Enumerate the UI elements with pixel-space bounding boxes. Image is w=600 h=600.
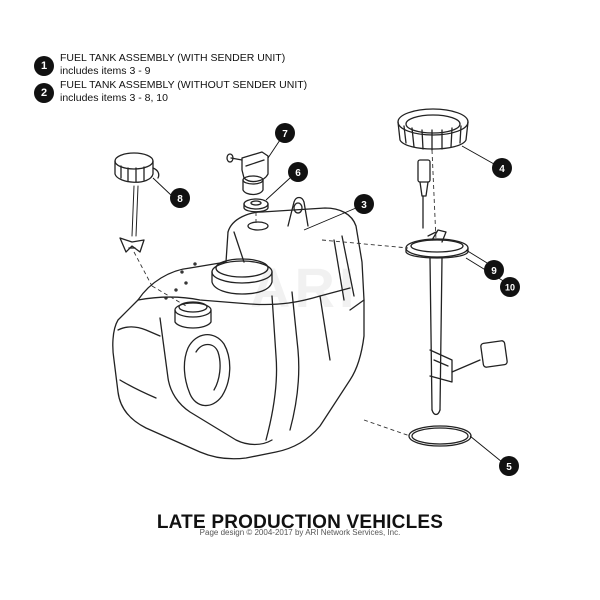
sender-unit — [405, 159, 508, 416]
callout-7-label: 7 — [282, 129, 288, 140]
legend-item-1: 1 FUEL TANK ASSEMBLY (WITH SENDER UNIT) … — [34, 52, 354, 78]
callout-8: 8 — [170, 188, 190, 208]
callout-4: 4 — [492, 158, 512, 178]
lock-ring — [397, 108, 469, 151]
dashed-guide-flange — [321, 239, 409, 249]
dashed-guide-cap — [133, 251, 153, 287]
o-ring — [408, 425, 472, 447]
grommet — [243, 198, 269, 213]
vent-valve — [226, 151, 269, 196]
legend-number-2: 2 — [34, 83, 54, 103]
legend-title-1: FUEL TANK ASSEMBLY (WITH SENDER UNIT) — [60, 52, 286, 64]
callout-6-label: 6 — [295, 168, 301, 179]
callout-3: 3 — [354, 194, 374, 214]
legend-title-2: FUEL TANK ASSEMBLY (WITHOUT SENDER UNIT) — [60, 79, 308, 91]
dashed-guide-neck — [151, 285, 187, 307]
callout-4-label: 4 — [499, 164, 505, 175]
fuel-cap — [114, 152, 160, 253]
dashed-guide-ring — [431, 149, 437, 241]
callout-6: 6 — [288, 162, 308, 182]
diagram-title: LATE PRODUCTION VEHICLES — [156, 512, 444, 533]
callout-9-label: 9 — [491, 266, 497, 277]
callout-5: 5 — [499, 456, 519, 476]
callout-10: 10 — [500, 277, 520, 297]
callout-9: 9 — [484, 260, 504, 280]
leader-7 — [267, 139, 281, 159]
leader-5 — [469, 435, 503, 463]
callout-3-label: 3 — [361, 200, 367, 211]
legend-number-1: 1 — [34, 56, 54, 76]
legend-detail-1: includes items 3 - 9 — [60, 65, 151, 77]
callout-5-label: 5 — [506, 462, 512, 473]
fuel-tank — [112, 196, 365, 460]
callout-7: 7 — [275, 123, 295, 143]
dashed-guide-oring — [363, 419, 411, 437]
leader-3 — [303, 207, 357, 231]
leader-4 — [461, 145, 495, 165]
leader-6 — [265, 177, 291, 201]
callout-10-label: 10 — [505, 283, 515, 293]
leader-8 — [152, 177, 173, 197]
legend-item-2: 2 FUEL TANK ASSEMBLY (WITHOUT SENDER UNI… — [34, 79, 354, 105]
copyright-text: Page design © 2004-2017 by ARI Network S… — [199, 528, 401, 537]
legend-detail-2: includes items 3 - 8, 10 — [60, 92, 168, 104]
callout-8-label: 8 — [177, 194, 183, 205]
